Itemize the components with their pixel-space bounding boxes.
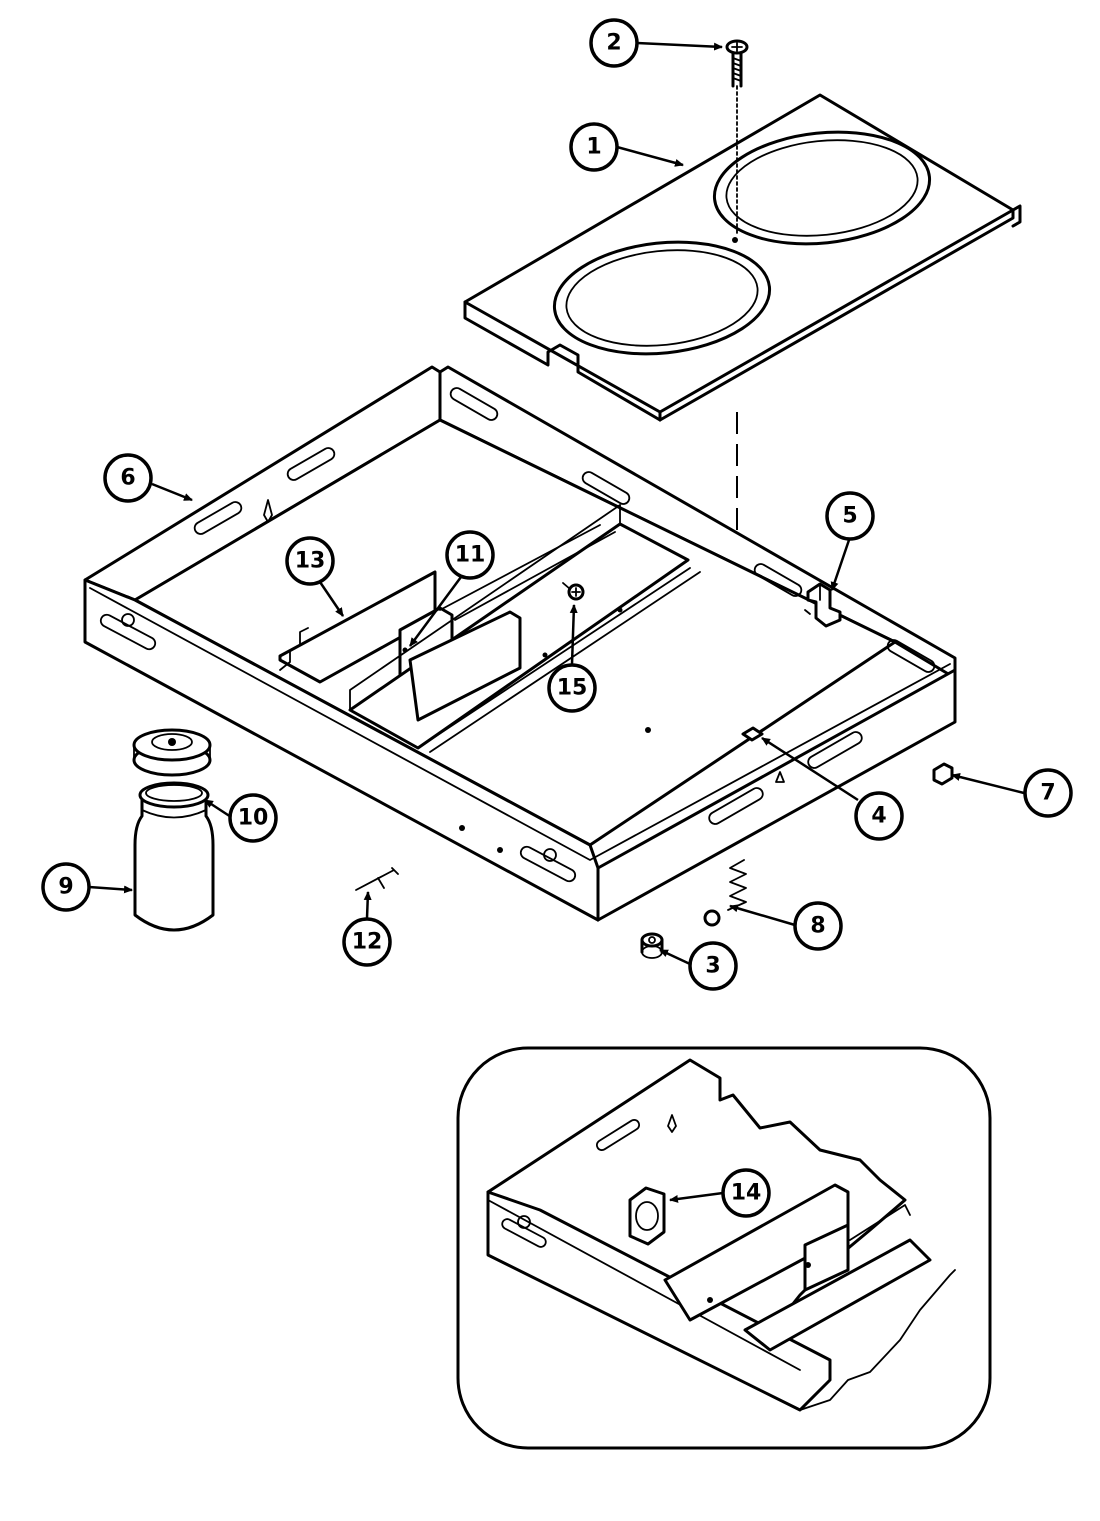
callout-11: 11 — [445, 530, 495, 580]
callout-7: 7 — [1023, 768, 1073, 818]
callout-label-4: 4 — [871, 804, 886, 829]
callout-10: 10 — [228, 793, 278, 843]
callout-5: 5 — [825, 491, 875, 541]
screw-part — [725, 39, 749, 236]
callout-label-14: 14 — [731, 1181, 762, 1206]
callout-1: 1 — [569, 122, 619, 172]
callout-label-7: 7 — [1040, 781, 1055, 806]
callout-label-5: 5 — [842, 504, 857, 529]
callout-3: 3 — [688, 941, 738, 991]
callout-13: 13 — [285, 536, 335, 586]
center-channel — [278, 504, 701, 753]
spacer-part — [640, 932, 664, 959]
callout-label-6: 6 — [120, 466, 135, 491]
callout-label-9: 9 — [58, 875, 73, 900]
callout-label-10: 10 — [238, 806, 269, 831]
callout-12: 12 — [342, 917, 392, 967]
chassis-tray — [83, 365, 957, 922]
callout-label-11: 11 — [455, 543, 486, 568]
callout-label-12: 12 — [352, 930, 383, 955]
callout-label-2: 2 — [606, 31, 621, 56]
callout-6: 6 — [103, 453, 153, 503]
callout-label-3: 3 — [705, 954, 720, 979]
leader-lines — [88, 41, 1025, 1203]
clip-7 — [932, 762, 954, 786]
callout-15: 15 — [547, 663, 597, 713]
callout-label-1: 1 — [586, 135, 601, 160]
callout-label-13: 13 — [295, 549, 326, 574]
callout-label-8: 8 — [810, 914, 825, 939]
callout-label-15: 15 — [557, 676, 588, 701]
cooktop-top-panel — [463, 93, 1022, 422]
bracket-clip — [804, 582, 842, 628]
callout-4: 4 — [854, 791, 904, 841]
callout-2: 2 — [589, 18, 639, 68]
alignment-line — [647, 412, 738, 730]
callout-9: 9 — [41, 862, 91, 912]
nut-part — [741, 726, 764, 742]
screw-15 — [562, 582, 585, 601]
pin-part — [355, 867, 399, 891]
callout-8: 8 — [793, 901, 843, 951]
inset-detail — [456, 1046, 992, 1450]
spring-part — [703, 859, 747, 927]
jar-cap — [132, 728, 212, 777]
jar-part — [133, 781, 215, 932]
callout-14: 14 — [721, 1168, 771, 1218]
